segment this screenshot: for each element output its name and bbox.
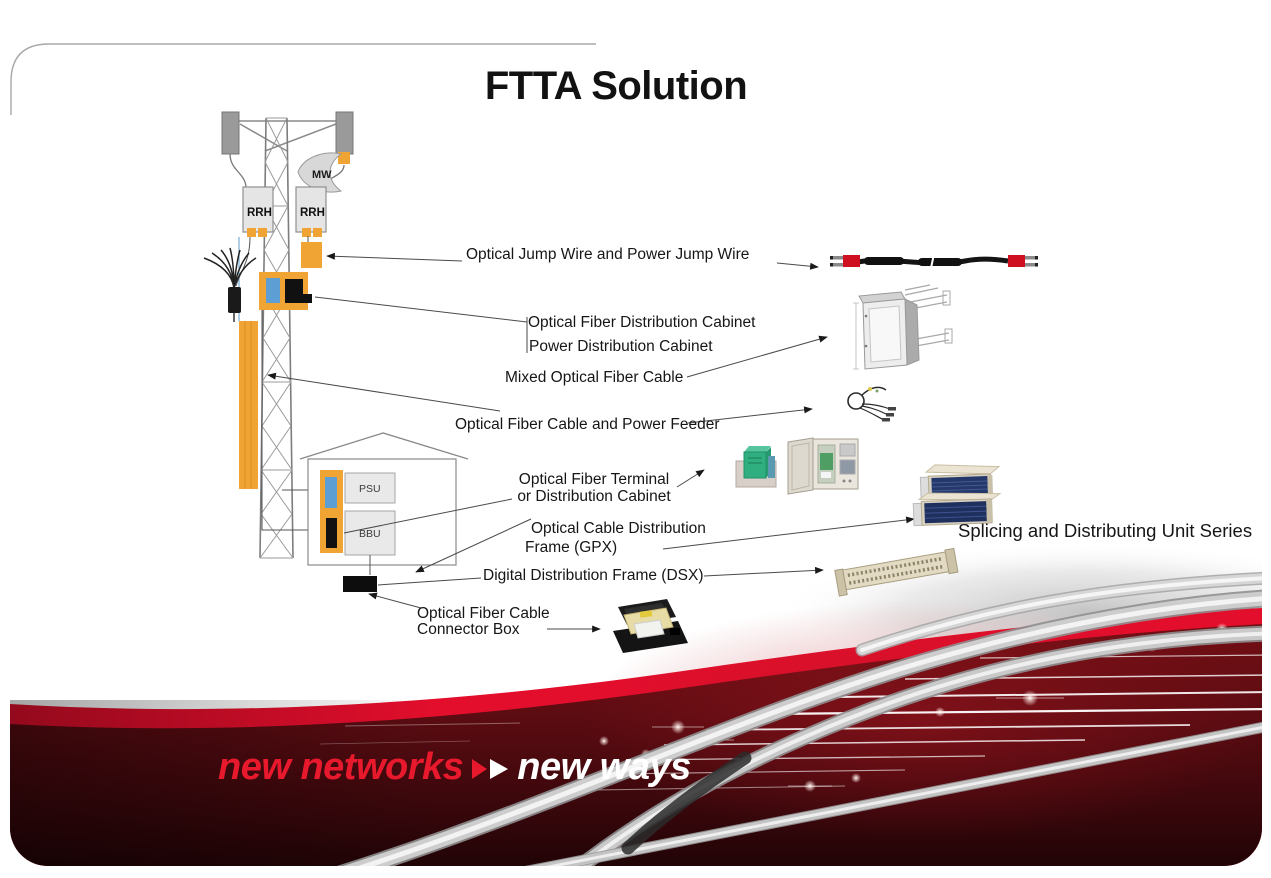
left-shadow [10,700,440,866]
callout-terminal-line1: Optical Fiber Terminal [518,471,670,488]
callout-feeder: Optical Fiber Cable and Power Feeder [455,416,720,433]
callout-fiber-cabinet: Optical Fiber Distribution Cabinet [528,314,756,331]
tagline-arrow-icon [472,746,509,789]
callout-terminal: Optical Fiber Terminal or Distribution C… [505,471,683,505]
callout-connector-line1: Optical Fiber Cable [417,605,550,622]
maroon-highlight [580,600,1260,840]
tagline-new-ways: new ways [517,746,691,788]
callout-terminal-line2: or Distribution Cabinet [517,488,671,505]
footer-wave-art [10,542,1262,866]
footer-tagline: new networks new ways [218,746,691,789]
silver-cables [336,571,1262,866]
callout-power-cabinet: Power Distribution Cabinet [529,338,713,355]
page-title: FTTA Solution [484,64,748,108]
tagline-new-networks: new networks [218,746,464,788]
callout-connector-box: Optical Fiber Cable Connector Box [417,606,550,637]
callout-dsx: Digital Distribution Frame (DSX) [483,567,704,584]
callout-gpx-line2: Frame (GPX) [525,539,618,556]
callout-connector-line2: Connector Box [417,620,520,638]
callout-mixed-cable: Mixed Optical Fiber Cable [505,369,684,386]
caption-splicing-series: Splicing and Distributing Unit Series [958,520,1253,541]
callout-gpx: Optical Cable Distribution Frame (GPX) [525,519,706,557]
callout-gpx-line1: Optical Cable Distribution [531,520,706,537]
callout-jump-wire: Optical Jump Wire and Power Jump Wire [466,246,750,263]
slide-card: new networks new ways [10,42,1262,866]
